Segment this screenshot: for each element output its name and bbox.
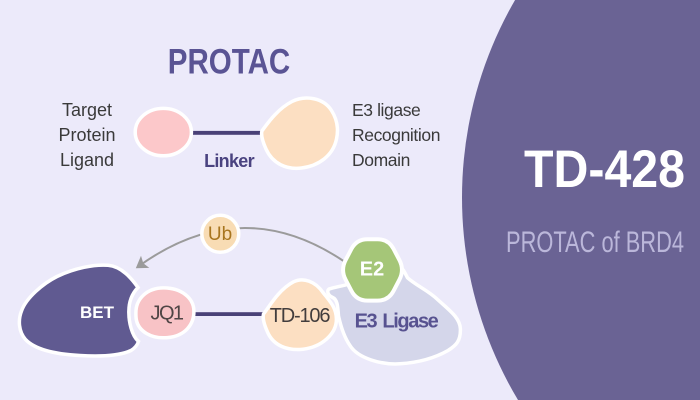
- svg-text:Target: Target: [62, 100, 112, 120]
- svg-text:BET: BET: [80, 303, 115, 322]
- svg-text:JQ1: JQ1: [151, 303, 184, 325]
- svg-text:E2: E2: [360, 259, 384, 281]
- svg-text:PROTAC of BRD4: PROTAC of BRD4: [506, 226, 684, 259]
- svg-text:E3 ligase: E3 ligase: [352, 100, 420, 120]
- svg-text:Linker: Linker: [204, 151, 255, 171]
- svg-text:TD-428: TD-428: [524, 140, 685, 199]
- svg-text:E3 Ligase: E3 Ligase: [355, 311, 439, 333]
- svg-text:Protein: Protein: [58, 125, 115, 145]
- svg-text:TD-106: TD-106: [270, 305, 331, 327]
- svg-text:Ub: Ub: [208, 224, 232, 245]
- svg-text:PROTAC: PROTAC: [168, 43, 291, 82]
- svg-text:Domain: Domain: [352, 150, 410, 170]
- svg-text:Ligand: Ligand: [60, 150, 114, 170]
- svg-text:Recognition: Recognition: [352, 125, 440, 145]
